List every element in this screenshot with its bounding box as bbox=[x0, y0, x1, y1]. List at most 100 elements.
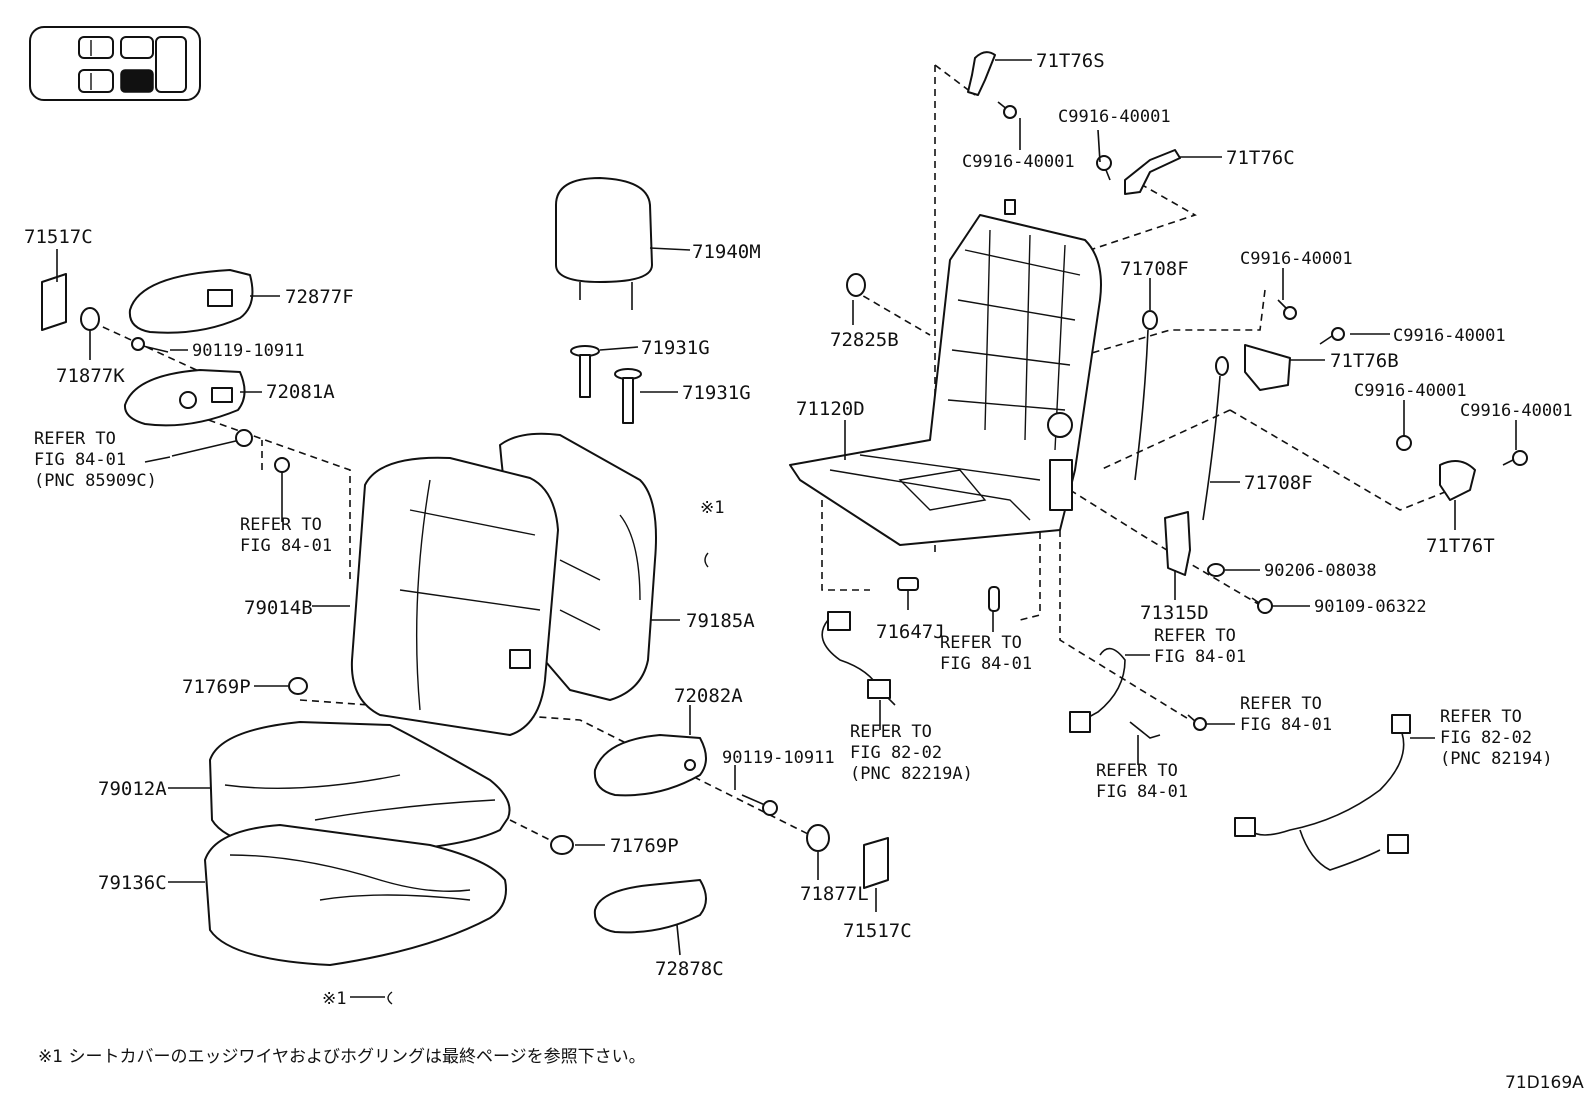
bracket-71t76c[interactable] bbox=[1124, 149, 1181, 195]
label-72877f[interactable]: 72877F bbox=[285, 286, 354, 308]
refer-fig-84-01-bracket[interactable]: REFER TO FIG 84-01 bbox=[1096, 761, 1188, 802]
refer-fig-84-01-pnc-85909c[interactable]: REFER TO FIG 84-01 (PNC 85909C) bbox=[34, 429, 157, 491]
label-c9916-40001-5[interactable]: C9916-40001 bbox=[1354, 381, 1467, 401]
seatback-cover-79014b[interactable] bbox=[350, 456, 559, 736]
cap-71877k[interactable] bbox=[80, 307, 100, 331]
label-c9916-40001-4[interactable]: C9916-40001 bbox=[1393, 326, 1506, 346]
label-c9916-40001-6[interactable]: C9916-40001 bbox=[1460, 401, 1573, 421]
label-c9916-40001-1[interactable]: C9916-40001 bbox=[962, 152, 1075, 172]
washer-90206-08038[interactable] bbox=[1207, 563, 1225, 577]
label-71315d[interactable]: 71315D bbox=[1140, 602, 1209, 624]
label-71t76c[interactable]: 71T76C bbox=[1226, 147, 1295, 169]
svg-text:REFER TO: REFER TO bbox=[850, 722, 932, 742]
refer-fig-84-01-harness[interactable]: REFER TO FIG 84-01 bbox=[1154, 626, 1246, 667]
label-72081a[interactable]: 72081A bbox=[266, 381, 335, 403]
refer-fig-84-01-bolt[interactable]: REFER TO FIG 84-01 bbox=[1240, 694, 1332, 735]
spacer-71647j[interactable] bbox=[897, 577, 919, 591]
armrest-72082a[interactable] bbox=[593, 734, 707, 797]
refer-fig-84-01-clip[interactable]: REFER TO FIG 84-01 bbox=[940, 633, 1032, 674]
cap-71877l[interactable] bbox=[806, 824, 830, 852]
label-71517c-right[interactable]: 71517C bbox=[843, 920, 912, 942]
headrest-guide-71931g-1[interactable] bbox=[570, 345, 600, 398]
grommet-72825b[interactable] bbox=[846, 273, 866, 297]
bracket-71t76t[interactable] bbox=[1439, 460, 1476, 501]
screw-c9916-5[interactable] bbox=[1396, 430, 1412, 451]
bolt-90109-06322[interactable] bbox=[1251, 597, 1273, 614]
clip-small[interactable] bbox=[988, 586, 1000, 612]
label-79136c[interactable]: 79136C bbox=[98, 872, 167, 894]
bolt-84-01[interactable] bbox=[1187, 714, 1207, 731]
label-72082a[interactable]: 72082A bbox=[674, 685, 743, 707]
wire-harness-82219a[interactable] bbox=[821, 611, 896, 706]
label-71t76b[interactable]: 71T76B bbox=[1330, 350, 1399, 372]
label-71t76s[interactable]: 71T76S bbox=[1036, 50, 1105, 72]
label-71708f-2[interactable]: 71708F bbox=[1244, 472, 1313, 494]
refer-fig-82-02-pnc-82219a[interactable]: REFER TO FIG 82-02 (PNC 82219A) bbox=[850, 722, 973, 784]
wire-harness-84-01[interactable] bbox=[1069, 647, 1126, 733]
bracket-84-01[interactable] bbox=[1129, 721, 1161, 739]
tag-71517c-left[interactable] bbox=[41, 273, 67, 331]
bracket-71t76b[interactable] bbox=[1244, 344, 1291, 391]
label-71769p-2[interactable]: 71769P bbox=[610, 835, 679, 857]
svg-text:FIG 84-01: FIG 84-01 bbox=[240, 536, 332, 556]
refer-fig-82-02-pnc-82194[interactable]: REFER TO FIG 82-02 (PNC 82194) bbox=[1440, 707, 1553, 769]
label-79012a[interactable]: 79012A bbox=[98, 778, 167, 800]
wire-71708f-1[interactable] bbox=[1134, 310, 1158, 481]
label-71931g-1[interactable]: 71931G bbox=[641, 337, 710, 359]
armrest-72081a[interactable] bbox=[123, 369, 246, 427]
seat-frame-71120d[interactable] bbox=[789, 199, 1102, 546]
label-71769p-1[interactable]: 71769P bbox=[182, 676, 251, 698]
svg-text:FIG 82-02: FIG 82-02 bbox=[850, 743, 942, 763]
cover-71315d[interactable] bbox=[1164, 511, 1191, 576]
clip-71769p-1[interactable] bbox=[288, 677, 308, 695]
wire-71708f-2[interactable] bbox=[1202, 356, 1229, 521]
svg-text:REFER TO: REFER TO bbox=[1096, 761, 1178, 781]
label-71647j[interactable]: 71647J bbox=[876, 621, 945, 643]
headrest-71940m[interactable] bbox=[555, 177, 653, 310]
label-71877l[interactable]: 71877L bbox=[800, 883, 869, 905]
label-71t76t[interactable]: 71T76T bbox=[1426, 535, 1495, 557]
bracket-71t76s[interactable] bbox=[967, 51, 996, 96]
wire-harness-82194[interactable] bbox=[1234, 714, 1411, 871]
tag-71517c-right[interactable] bbox=[863, 837, 889, 889]
label-71877k[interactable]: 71877K bbox=[56, 365, 125, 387]
label-71708f-1[interactable]: 71708F bbox=[1120, 258, 1189, 280]
svg-text:(PNC 85909C): (PNC 85909C) bbox=[34, 471, 157, 491]
label-72878c[interactable]: 72878C bbox=[655, 958, 724, 980]
label-90119-10911-right[interactable]: 90119-10911 bbox=[722, 748, 835, 768]
bolt-90119-right[interactable] bbox=[741, 794, 778, 816]
headrest-guide-71931g-2[interactable] bbox=[614, 368, 642, 424]
armrest-shaft[interactable] bbox=[171, 429, 290, 473]
armrest-cover-72877f[interactable] bbox=[128, 269, 254, 334]
screw-c9916-3[interactable] bbox=[1277, 299, 1297, 320]
screw-c9916-6[interactable] bbox=[1502, 450, 1528, 466]
label-72825b[interactable]: 72825B bbox=[830, 329, 899, 351]
diagram-id: 71D169A bbox=[1505, 1073, 1584, 1093]
screw-c9916-4[interactable] bbox=[1319, 327, 1345, 345]
bolt-90119-left[interactable] bbox=[131, 337, 169, 353]
label-79014b[interactable]: 79014B bbox=[244, 597, 313, 619]
label-71517c-left[interactable]: 71517C bbox=[24, 226, 93, 248]
refer-fig-84-01-armrest[interactable]: REFER TO FIG 84-01 bbox=[240, 515, 332, 556]
svg-text:(PNC 82194): (PNC 82194) bbox=[1440, 749, 1553, 769]
label-79185a[interactable]: 79185A bbox=[686, 610, 755, 632]
svg-text:FIG 84-01: FIG 84-01 bbox=[1096, 782, 1188, 802]
label-90109-06322[interactable]: 90109-06322 bbox=[1314, 597, 1427, 617]
cushion-pad-79136c[interactable] bbox=[204, 824, 507, 966]
label-c9916-40001-2[interactable]: C9916-40001 bbox=[1058, 107, 1171, 127]
label-71120d[interactable]: 71120D bbox=[796, 398, 865, 420]
svg-text:FIG 84-01: FIG 84-01 bbox=[1240, 715, 1332, 735]
label-71931g-2[interactable]: 71931G bbox=[682, 382, 751, 404]
label-90119-10911-left[interactable]: 90119-10911 bbox=[192, 341, 305, 361]
label-71940m[interactable]: 71940M bbox=[692, 241, 761, 263]
armrest-cover-72878c[interactable] bbox=[593, 879, 707, 934]
screw-c9916-1[interactable] bbox=[997, 101, 1017, 119]
label-c9916-40001-3[interactable]: C9916-40001 bbox=[1240, 249, 1353, 269]
footnote-text: ※1 シートカバーのエッジワイヤおよびホグリングは最終ページを参照下さい。 bbox=[38, 1047, 646, 1067]
svg-text:FIG 82-02: FIG 82-02 bbox=[1440, 728, 1532, 748]
svg-text:(PNC 82219A): (PNC 82219A) bbox=[850, 764, 973, 784]
label-90206-08038[interactable]: 90206-08038 bbox=[1264, 561, 1377, 581]
svg-text:REFER TO: REFER TO bbox=[1440, 707, 1522, 727]
clip-71769p-2[interactable] bbox=[550, 835, 574, 855]
